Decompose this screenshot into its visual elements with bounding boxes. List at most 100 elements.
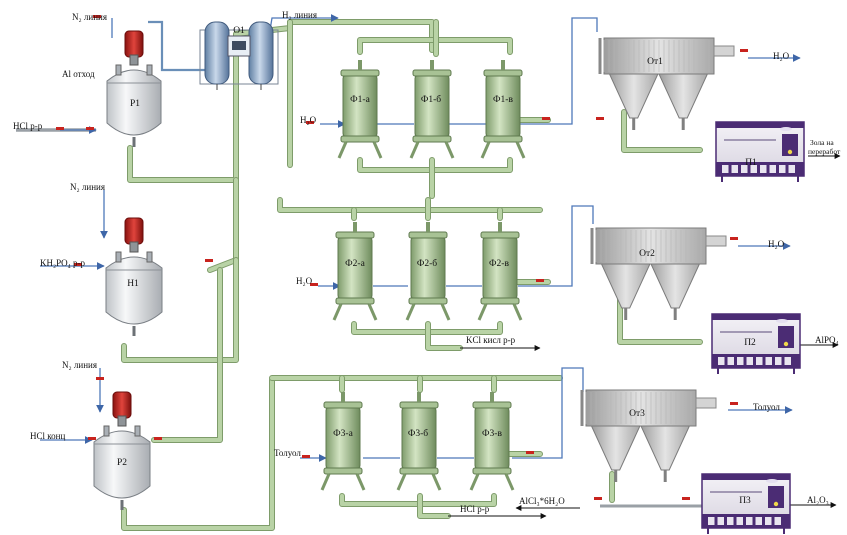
valve-7 [154, 437, 162, 440]
reactor-n1-nozzle-right [147, 252, 152, 262]
filter-row3-2-top-cap [473, 402, 511, 408]
furnace-p3-vent-0 [708, 517, 715, 525]
valve-13 [526, 451, 534, 454]
settler-ot1 [600, 38, 734, 130]
furnace-p1-vent-7 [789, 165, 796, 173]
furnace-p1-indicator [788, 150, 792, 154]
filter-row1-1-leg-left [411, 142, 418, 158]
furnace-p2-vent-4 [756, 357, 763, 365]
furnace-p1-vent-5 [770, 165, 777, 173]
settler-ot1-cone-1 [659, 74, 707, 118]
filter-row1-2-top-cap [484, 70, 522, 76]
filter-row1-0-body [343, 74, 377, 138]
green-pipe-13 [428, 324, 460, 348]
filter-groups [322, 60, 524, 490]
filter-f1a-label: Ф1-а [343, 96, 377, 106]
filter-row3-1-top-cap [400, 402, 438, 408]
furnaces [702, 122, 804, 534]
furnace-p1-logo [780, 127, 792, 131]
furnace-p2-logo [776, 319, 788, 323]
furnace-p3-vent-2 [727, 517, 734, 525]
green-pipe-6 [210, 180, 236, 270]
alpo4-label: AlPO₄ [815, 336, 839, 345]
kh2po4-label: KH₂PO₄ р-р [40, 259, 85, 268]
filter-row3-1-bottom-cap [400, 468, 438, 474]
n2-line-label-1: N₂ линия [72, 13, 107, 22]
furnace-p3-vent-1 [718, 517, 725, 525]
n2-line-label-2: N₂ линия [70, 183, 105, 192]
reactor-r2 [94, 392, 150, 510]
filter-f2a-label: Ф2-а [338, 260, 372, 270]
settler-ot3-label: От3 [622, 410, 652, 420]
valve-14 [740, 49, 748, 52]
settler-ot1-label: От1 [640, 58, 670, 68]
settler-ot2-outlet-box [706, 236, 726, 246]
filter-row3-0-bottom-cap [324, 468, 362, 474]
filter-row2-2-leg-right [514, 304, 521, 320]
filter-row2-1 [407, 222, 449, 320]
hcl-solution-label-2: HCl р-р [460, 505, 489, 514]
filter-row2-1-leg-left [407, 304, 414, 320]
filter-row1-0-leg-right [374, 142, 381, 158]
h2o-outlet-label-2: H₂O [768, 240, 784, 249]
furnace-p1-top-band [716, 122, 804, 128]
filter-f3a-label: Ф3-а [326, 430, 360, 440]
furnace-p1-label: П1 [739, 159, 763, 169]
reactor-r1-motor [125, 31, 143, 57]
filter-row1-1 [411, 60, 453, 158]
h2o-inlet-label-2: H₂O [296, 277, 312, 286]
furnace-p3-vent-4 [746, 517, 753, 525]
filter-row2-2 [479, 222, 521, 320]
filter-row1-2-leg-right [517, 142, 524, 158]
hcl-conc-label: HCl конц [30, 432, 65, 441]
filter-row1-0-bottom-cap [341, 136, 379, 142]
filter-row1-2-bottom-cap [484, 136, 522, 142]
filter-row3-2-bottom-cap [473, 468, 511, 474]
filter-row1-0-leg-left [339, 142, 346, 158]
filter-row3-0-leg-left [322, 474, 329, 490]
green-pipe-13-outline [428, 324, 460, 348]
valve-1 [86, 127, 94, 130]
filter-row2-0-top-cap [336, 232, 374, 238]
filter-row2-2-leg-left [479, 304, 486, 320]
filter-row2-2-bottom-cap [481, 298, 519, 304]
reactor-r1-nozzle-left [116, 65, 121, 75]
furnace-p2-top-band [712, 314, 800, 320]
filter-f2b-label: Ф2-б [410, 260, 444, 270]
settler-ot3-cone-1 [641, 426, 689, 470]
green-pipe-14-outline [154, 270, 220, 440]
settler-ot3 [582, 390, 716, 482]
furnace-p2-label: П2 [738, 339, 762, 349]
settler-ot2-cone-0 [602, 264, 650, 308]
filter-row1-2-leg-left [482, 142, 489, 158]
valve-4 [96, 377, 104, 380]
reactor-r2-nozzle-right [135, 426, 140, 436]
filter-row2-1-bottom-cap [409, 298, 447, 304]
filter-row1-0-top-cap [341, 70, 379, 76]
settler-ot3-outlet-box [696, 398, 716, 408]
furnace-p2-vent-7 [785, 357, 792, 365]
reactor-r1-label: Р1 [125, 100, 145, 110]
reactor-r2-nozzle-left [104, 426, 109, 436]
filter-row2-0 [334, 222, 376, 320]
furnace-p1-vent-6 [779, 165, 786, 173]
kcl-acid-label: KCl кисл р-р [466, 336, 515, 345]
filter-row1-2 [482, 60, 524, 158]
h2o-outlet-label-1: H₂O [773, 52, 789, 61]
reactor-n1-label: Н1 [123, 280, 143, 290]
reactor-r1 [107, 31, 161, 147]
ash-recycle-label-line-2: переработ [808, 148, 840, 156]
furnace-p3-top-band [702, 474, 790, 480]
n2-line-label-3: N₂ линия [62, 361, 97, 370]
furnace-p3-vent-5 [756, 517, 763, 525]
furnace-p2-indicator [784, 342, 788, 346]
al2o3-label: Al₂O₃ [807, 496, 829, 505]
h2o-inlet-label-1: H₂O [300, 116, 316, 125]
filter-row1-1-body [415, 74, 449, 138]
filter-row3-0 [322, 392, 364, 490]
filter-row1-1-top-cap [413, 70, 451, 76]
furnace-p1 [716, 122, 804, 182]
furnace-p2-vent-6 [775, 357, 782, 365]
reactor-n1-motor [125, 218, 143, 244]
reactor-r2-motor [113, 392, 131, 418]
